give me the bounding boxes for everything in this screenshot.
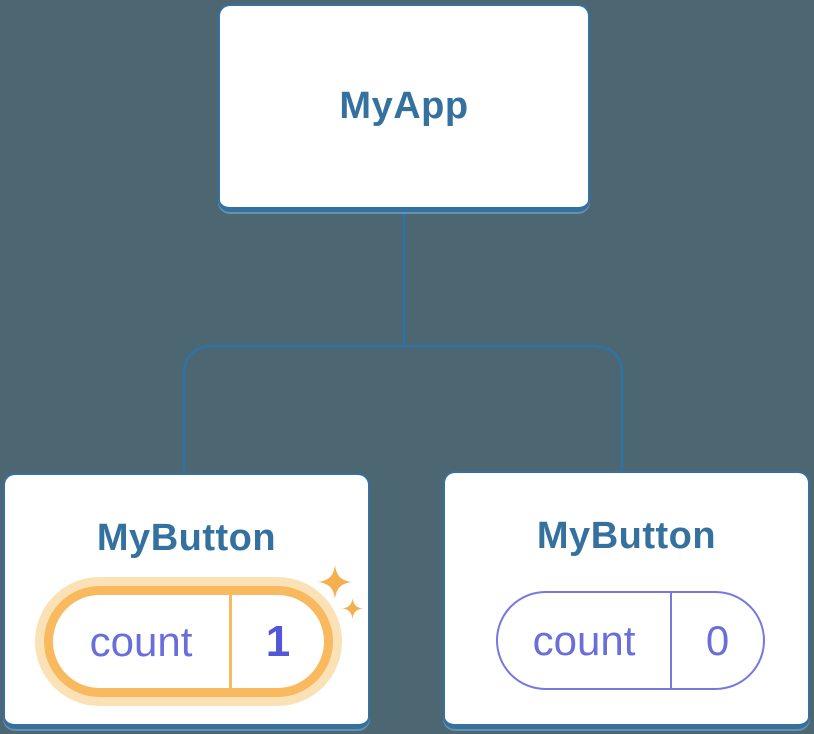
node-myapp-label: MyApp (339, 85, 469, 127)
state-pill-count-highlighted: count 1 (44, 586, 333, 697)
node-mybutton-label: MyButton (536, 515, 717, 557)
state-pill-count: count 0 (496, 591, 765, 690)
node-mybutton-label: MyButton (96, 517, 277, 559)
state-key-label: count (89, 617, 193, 665)
sparkle-icon (318, 565, 352, 599)
sparkle-icon (342, 598, 363, 619)
node-mybutton-plain: MyButton count 0 (443, 471, 810, 729)
state-value: 1 (229, 595, 324, 688)
state-value: 0 (670, 593, 763, 688)
state-key-label: count (532, 616, 636, 664)
node-myapp: MyApp (218, 4, 590, 212)
node-mybutton-highlighted: MyButton count 1 (3, 473, 370, 729)
